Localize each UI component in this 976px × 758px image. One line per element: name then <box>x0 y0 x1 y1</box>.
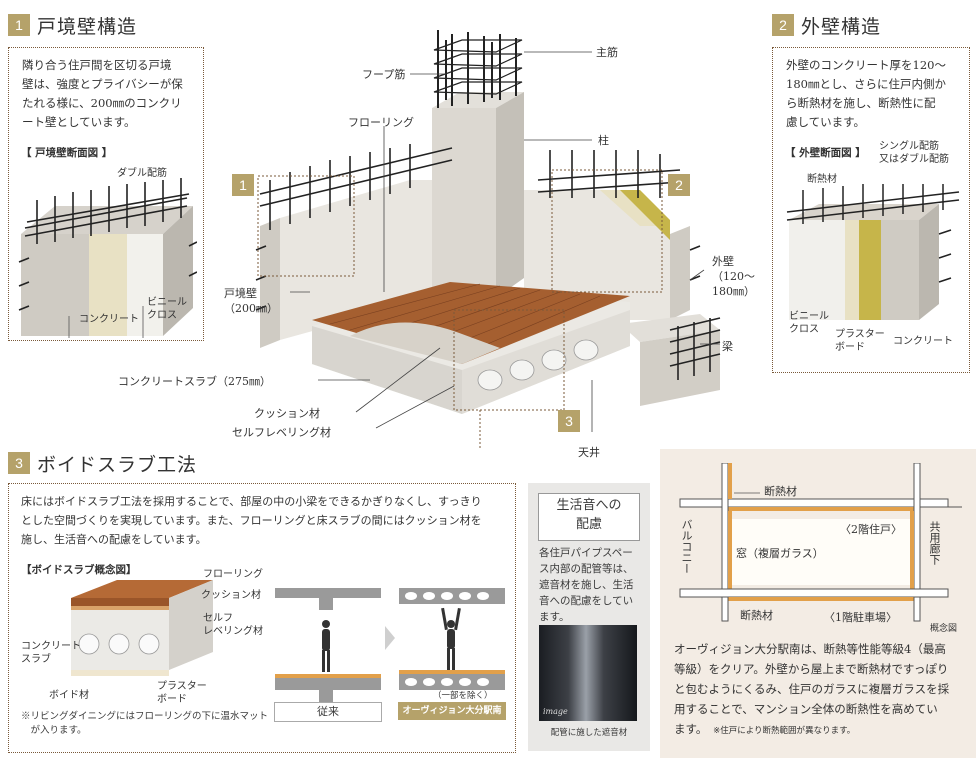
label-parking: 〈1階駐車場〉 <box>824 611 897 624</box>
section3-body: 床にはボイドスラブ工法を採用することで、部屋の中の小梁をできるかぎりなくし、すっ… <box>21 495 482 546</box>
section3-number: 3 <box>8 452 30 474</box>
exterior-wall-section-diagram <box>786 184 960 320</box>
column-shape <box>432 108 496 298</box>
section1-diagram-title: 【 戸境壁断面図 】 <box>21 147 113 159</box>
living-sound-panel: 生活音への 配慮 各住戸パイプスペー ス内部の配管等は、 遮音材を施し、生活 音… <box>528 483 650 751</box>
section3-panel: 床にはボイドスラブ工法を採用することで、部屋の中の小梁をできるかぎりなくし、すっ… <box>8 483 516 753</box>
label-double-rebar: ダブル配筋 <box>117 168 167 179</box>
label-insulation-bottom: 断熱材 <box>740 609 773 622</box>
label-concrete-slab: コンクリートスラブ（275㎜） <box>118 375 271 388</box>
label-main-rebar: 主筋 <box>596 46 618 59</box>
label-cushion: クッション材 <box>254 407 320 420</box>
section3-title: ボイドスラブ工法 <box>37 454 198 476</box>
label-cushion-3: クッション材 <box>201 590 261 601</box>
label-conventional: 従来 <box>274 702 382 722</box>
label-void-3: ボイド材 <box>49 690 89 701</box>
label-exterior-wall: 外壁 （120～ 180㎜） <box>712 255 755 298</box>
person-icon-left <box>322 620 330 672</box>
section1-body: 隣り合う住戸間を区切る戸境 壁は、強度とプライバシーが保 たれる様に、200㎜の… <box>22 58 183 129</box>
marker-3: 3 <box>558 410 580 432</box>
label-vinyl-2: ビニール クロス <box>789 311 829 335</box>
insulation-note: ※住戸により断熱範囲が異なります。 <box>713 726 856 736</box>
label-leveling-3: セルフ レベリング材 <box>203 613 263 637</box>
label-hoop-rebar: フープ筋 <box>362 68 406 81</box>
label-plaster-3: プラスター ボード <box>157 681 207 705</box>
section2-body: 外壁のコンクリート厚を120～ 180㎜とし、さらに住戸内側か ら断熱材を施し、… <box>786 58 946 129</box>
label-column: 柱 <box>598 134 609 147</box>
label-beam: 梁 <box>722 340 733 353</box>
label-concept: 概念図 <box>930 624 958 634</box>
insulation-panel: 断熱材 バルコニー 窓（複層ガラス） 〈2階住戸〉 共用廊下 断熱材 〈1階駐車… <box>660 449 976 758</box>
label-partition-wall: 戸境壁 （200㎜） <box>224 287 278 315</box>
marker-1: 1 <box>232 174 254 196</box>
label-flooring-main: フローリング <box>348 116 414 129</box>
image-tag: image <box>543 707 568 716</box>
label-slab-3: コンクリート スラブ <box>21 641 81 665</box>
label-single-double-rebar: シングル配筋 又はダブル配筋 <box>879 141 949 165</box>
section1-number: 1 <box>8 14 30 36</box>
label-concrete-1: コンクリート <box>79 314 139 325</box>
insulation-body: オーヴィジョン大分駅南は、断熱等性能等級4（最高 等級）をクリア。外壁から屋上ま… <box>674 642 950 736</box>
comparison-diagram <box>275 588 505 702</box>
pipe-photo: image <box>539 625 637 721</box>
section1-title: 戸境壁構造 <box>37 16 138 38</box>
label-except-some: （一部を除く） <box>433 691 493 701</box>
label-plaster-2: プラスター ボード <box>835 329 885 353</box>
section1-panel: 隣り合う住戸間を区切る戸境 壁は、強度とプライバシーが保 たれる様に、200㎜の… <box>8 47 204 341</box>
label-concrete-2: コンクリート <box>893 336 953 347</box>
marker-2: 2 <box>668 174 690 196</box>
person-icon-right <box>441 607 461 670</box>
label-insulation-2: 断熱材 <box>807 174 837 185</box>
section2-panel: 外壁のコンクリート厚を120～ 180㎜とし、さらに住戸内側か ら断熱材を施し、… <box>772 47 970 373</box>
insulation-concept-diagram <box>679 463 962 622</box>
label-flooring-3: フローリング <box>203 569 263 580</box>
label-vinyl-1: ビニール クロス <box>147 297 187 321</box>
section2-diagram-title: 【 外壁断面図 】 <box>785 147 866 159</box>
main-structure-illustration <box>255 30 721 450</box>
section3-note: ※リビングダイニングにはフローリングの下に温水マット が入ります。 <box>21 711 269 736</box>
living-sound-title: 生活音への 配慮 <box>538 493 640 541</box>
label-upper-unit: 〈2階住戸〉 <box>840 523 902 536</box>
label-balcony: バルコニー <box>680 519 693 574</box>
section2-number: 2 <box>772 14 794 36</box>
partition-wall-section-diagram <box>18 178 197 338</box>
label-leveling: セルフレベリング材 <box>232 426 331 439</box>
pipe-caption: 配管に施した遮音材 <box>550 728 628 738</box>
label-insulation-top: 断熱材 <box>764 485 797 498</box>
living-sound-body: 各住戸パイプスペー ス内部の配管等は、 遮音材を施し、生活 音への配慮をしてい … <box>539 547 634 623</box>
section2-title: 外壁構造 <box>801 16 882 38</box>
label-corridor: 共用廊下 <box>928 521 941 565</box>
label-project-name: オーヴィジョン大分駅南 <box>398 702 506 720</box>
void-slab-concept-diagram <box>71 580 213 676</box>
section3-diagram-title: 【ボイドスラブ概念図】 <box>21 564 137 576</box>
label-ceiling: 天井 <box>578 446 600 459</box>
label-window: 窓（複層ガラス） <box>736 547 824 560</box>
